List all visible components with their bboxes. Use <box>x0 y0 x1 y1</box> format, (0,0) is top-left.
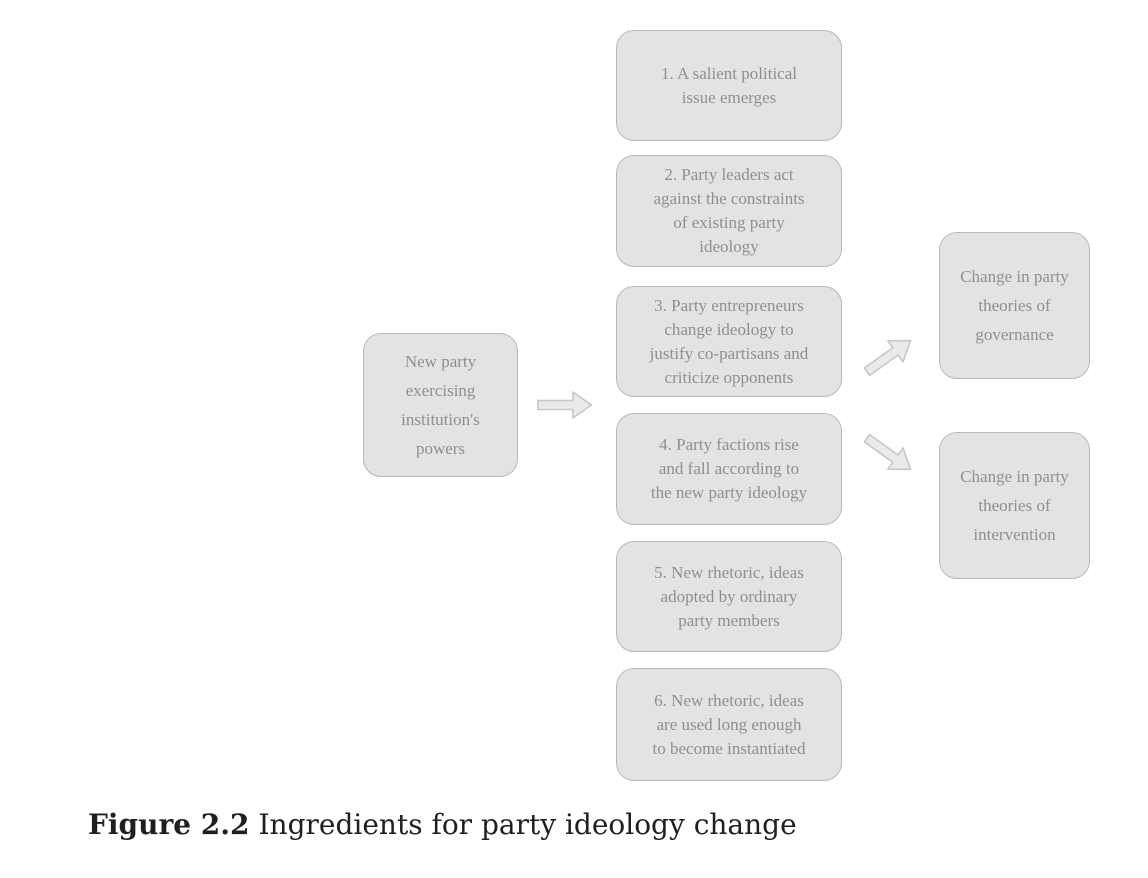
right-arrow-icon <box>537 390 593 420</box>
flow-step-3: 3. Party entrepreneurs change ideology t… <box>616 286 842 397</box>
flow-step-1: 1. A salient political issue emerges <box>616 30 842 141</box>
down-right-arrow-icon <box>857 426 920 483</box>
flow-box-outcome-governance: Change in party theories of governance <box>939 232 1090 379</box>
flow-box-outcome-intervention: Change in party theories of intervention <box>939 432 1090 579</box>
flow-box-source: New party exercising institution's power… <box>363 333 518 477</box>
flow-step-4: 4. Party factions rise and fall accordin… <box>616 413 842 525</box>
flow-step-6: 6. New rhetoric, ideas are used long eno… <box>616 668 842 781</box>
figure-caption-label: Figure 2.2 <box>88 808 250 841</box>
flow-step-5: 5. New rhetoric, ideas adopted by ordina… <box>616 541 842 652</box>
up-right-arrow-icon <box>857 328 920 385</box>
flow-step-2: 2. Party leaders act against the constra… <box>616 155 842 267</box>
figure-caption-text: Ingredients for party ideology change <box>258 808 797 841</box>
